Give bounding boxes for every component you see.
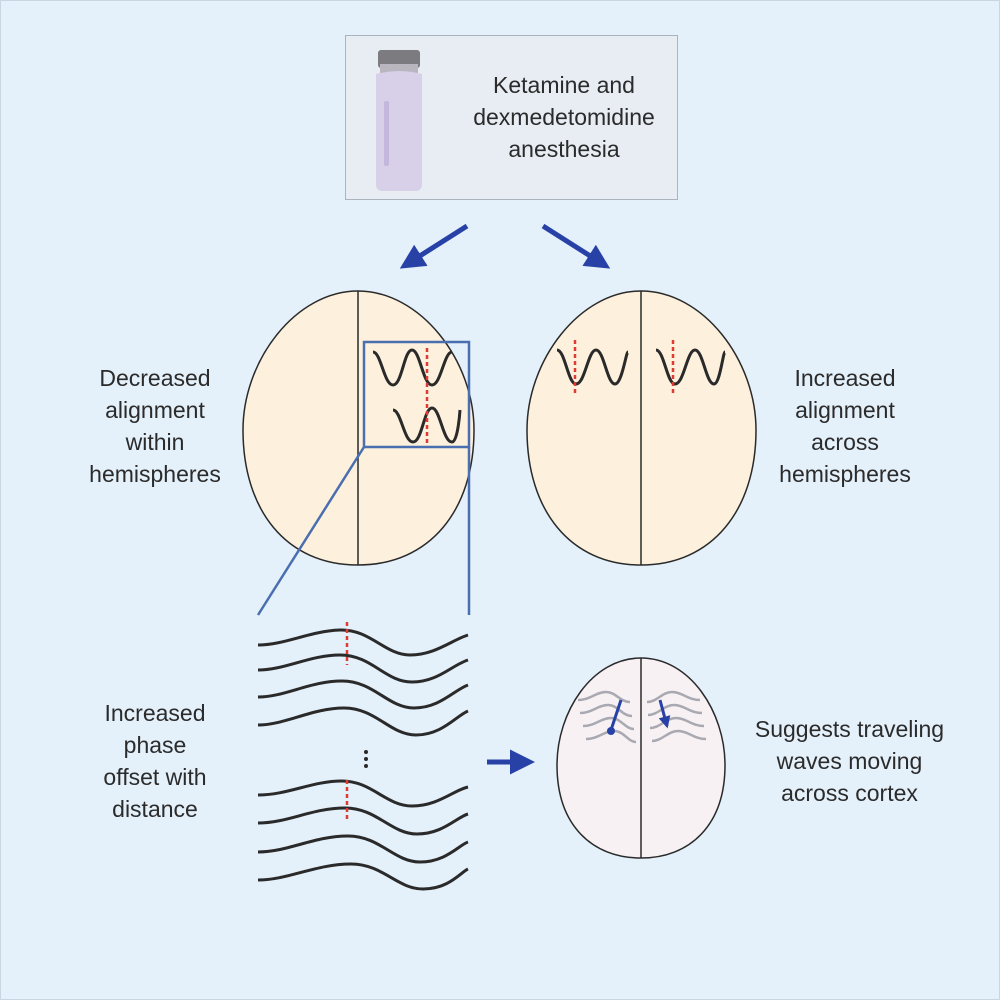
- drug-box: Ketamine and dexmedetomidine anesthesia: [345, 35, 678, 200]
- small-brain: [556, 657, 726, 859]
- right-brain: [526, 290, 757, 566]
- right-brain-waves: [556, 348, 727, 386]
- arrow-to-right-brain: [541, 223, 611, 269]
- arrow-to-left-brain: [399, 223, 469, 269]
- left-brain-label: Decreased alignment within hemispheres: [89, 365, 221, 487]
- drug-label: Ketamine and dexmedetomidine anesthesia: [473, 72, 655, 162]
- traveling-wave-origin-left: [607, 727, 615, 735]
- traveling-wave-arrow-right: [658, 699, 671, 729]
- left-brain: [242, 290, 475, 566]
- zoom-box: [362, 340, 471, 449]
- zoomed-wave-stack: [257, 628, 469, 891]
- medicine-vial-icon: [376, 50, 422, 191]
- phase-offset-label: Increased phase offset with distance: [103, 700, 207, 822]
- right-brain-label: Increased alignment across hemispheres: [779, 365, 911, 487]
- traveling-waves-label: Suggests traveling waves moving across c…: [754, 716, 945, 806]
- traveling-wave-arrow-left: [609, 699, 623, 731]
- zoom-line-left: [256, 446, 366, 616]
- ellipsis-icon: [364, 750, 368, 768]
- left-brain-waves: [372, 348, 462, 444]
